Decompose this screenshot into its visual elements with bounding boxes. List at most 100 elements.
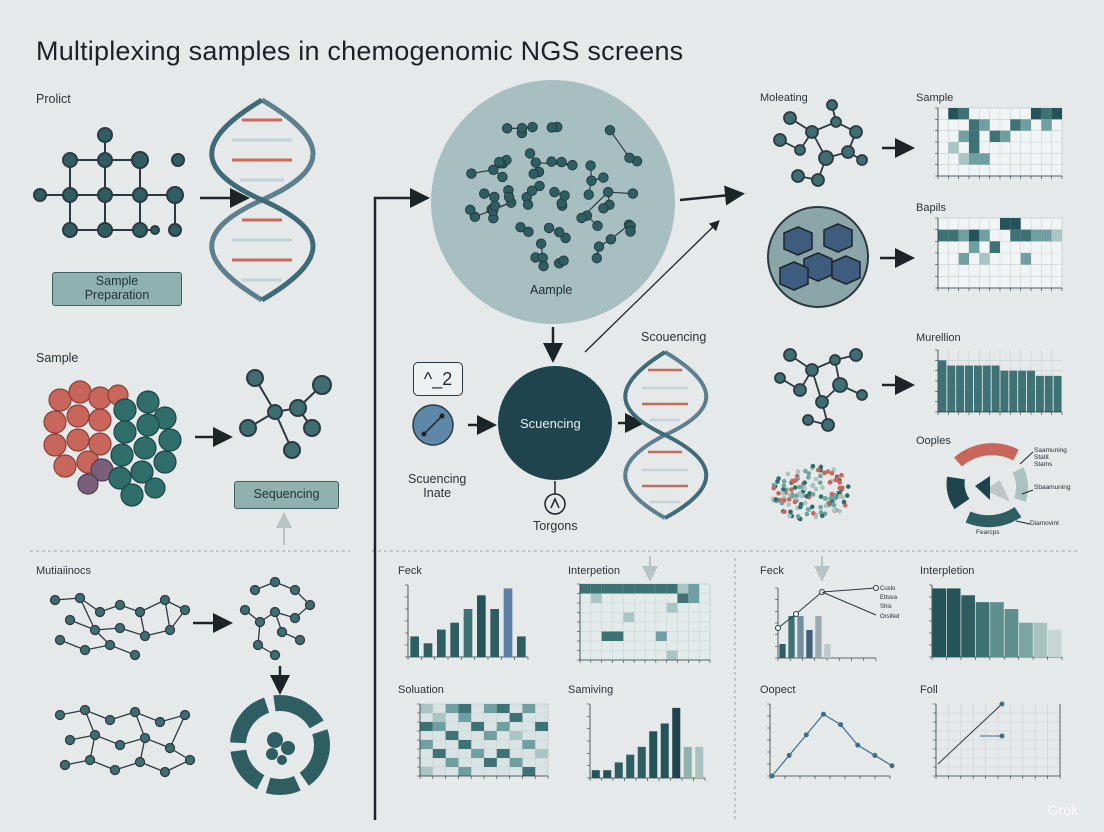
atom (775, 479, 780, 484)
heatmap-cell (958, 130, 969, 142)
panel-title: Feck (398, 565, 422, 577)
bar (1027, 370, 1035, 412)
bar (614, 762, 623, 778)
sequencing-dna-label: Scouencing (641, 330, 707, 344)
heatmap-cell (958, 153, 969, 165)
bar (591, 770, 600, 778)
atom (534, 180, 545, 192)
atom (479, 188, 490, 199)
heatmap-cell (432, 722, 446, 731)
heatmap-cell (969, 119, 980, 131)
bar (1019, 622, 1033, 657)
atom (528, 168, 539, 180)
atom (549, 186, 560, 198)
arrow (679, 185, 745, 206)
sequencing-node-label: Scuencing (520, 416, 581, 431)
molecule-icon (774, 348, 868, 432)
heatmap-cell (420, 740, 433, 749)
heatmap-cell (1020, 253, 1031, 265)
atom (831, 502, 836, 507)
bar (965, 365, 973, 412)
atom (598, 203, 609, 214)
bar (788, 616, 795, 658)
atom (829, 491, 835, 497)
heatmap-cell (969, 142, 980, 154)
sample-cluster-icon (43, 380, 182, 507)
atom (837, 480, 842, 485)
heatmap-cell (1041, 108, 1052, 120)
heatmap-cell (612, 584, 624, 594)
atom (591, 252, 603, 264)
atom (803, 468, 808, 474)
heatmap-cell (634, 584, 645, 594)
panel-title: Feck (760, 565, 784, 577)
atom (845, 484, 851, 489)
point (775, 625, 781, 631)
atom (806, 475, 811, 480)
bar (637, 746, 646, 778)
sample-circle (431, 80, 675, 324)
bar (961, 595, 975, 657)
molecule-network-icon (465, 121, 643, 272)
heatmap-cell (1041, 119, 1052, 131)
bar (423, 643, 433, 657)
atom (605, 234, 617, 245)
heatmap-cell (432, 713, 446, 722)
heatmap-cell (1010, 119, 1021, 131)
atom (593, 241, 605, 252)
heatmap-cell (1020, 119, 1031, 131)
heatmap-cell (445, 731, 459, 740)
heatmap-cell (969, 130, 980, 142)
bar (450, 622, 459, 657)
atom (598, 172, 609, 183)
bar (463, 609, 473, 657)
heatmap-cell (471, 749, 484, 758)
leader-line (821, 591, 877, 616)
atom (832, 508, 838, 513)
atom (797, 484, 802, 490)
donut-label: Sbaamuning (1034, 484, 1071, 491)
timer-icon (544, 493, 566, 515)
atom (822, 470, 827, 476)
point (803, 732, 809, 738)
atom (828, 495, 834, 501)
atom (466, 168, 477, 179)
bar (517, 636, 526, 657)
point (769, 773, 775, 779)
atom (823, 503, 829, 509)
atom (832, 495, 837, 501)
atom (779, 500, 785, 506)
atom (827, 480, 833, 485)
murellion-label: Murellion (916, 332, 961, 344)
atom (805, 507, 811, 512)
atom (546, 122, 557, 133)
heatmap-cell (420, 704, 433, 713)
atom (780, 491, 786, 496)
heatmap-cell (645, 584, 656, 594)
bar (779, 644, 786, 658)
heatmap-cell (969, 241, 980, 253)
atom (789, 487, 794, 492)
heatmap-cell (666, 603, 678, 613)
bar (1000, 370, 1009, 412)
bar (683, 746, 692, 778)
atom (781, 478, 787, 484)
heatmap-cell (509, 713, 523, 722)
heatmap-cell (688, 593, 700, 603)
atom (773, 497, 779, 502)
multiplexing-label: Mutiaiinocs (36, 565, 92, 577)
atom (489, 200, 501, 211)
point (786, 752, 792, 758)
atom (795, 514, 801, 519)
point (999, 701, 1005, 707)
moleating-label: Moleating (760, 92, 808, 104)
atom (604, 125, 616, 136)
atom (829, 470, 835, 476)
watermark: Grok (1047, 802, 1078, 818)
bar (1004, 609, 1019, 657)
bar (990, 602, 1004, 657)
atom (776, 491, 781, 496)
atom (559, 190, 570, 201)
atom (802, 486, 807, 491)
